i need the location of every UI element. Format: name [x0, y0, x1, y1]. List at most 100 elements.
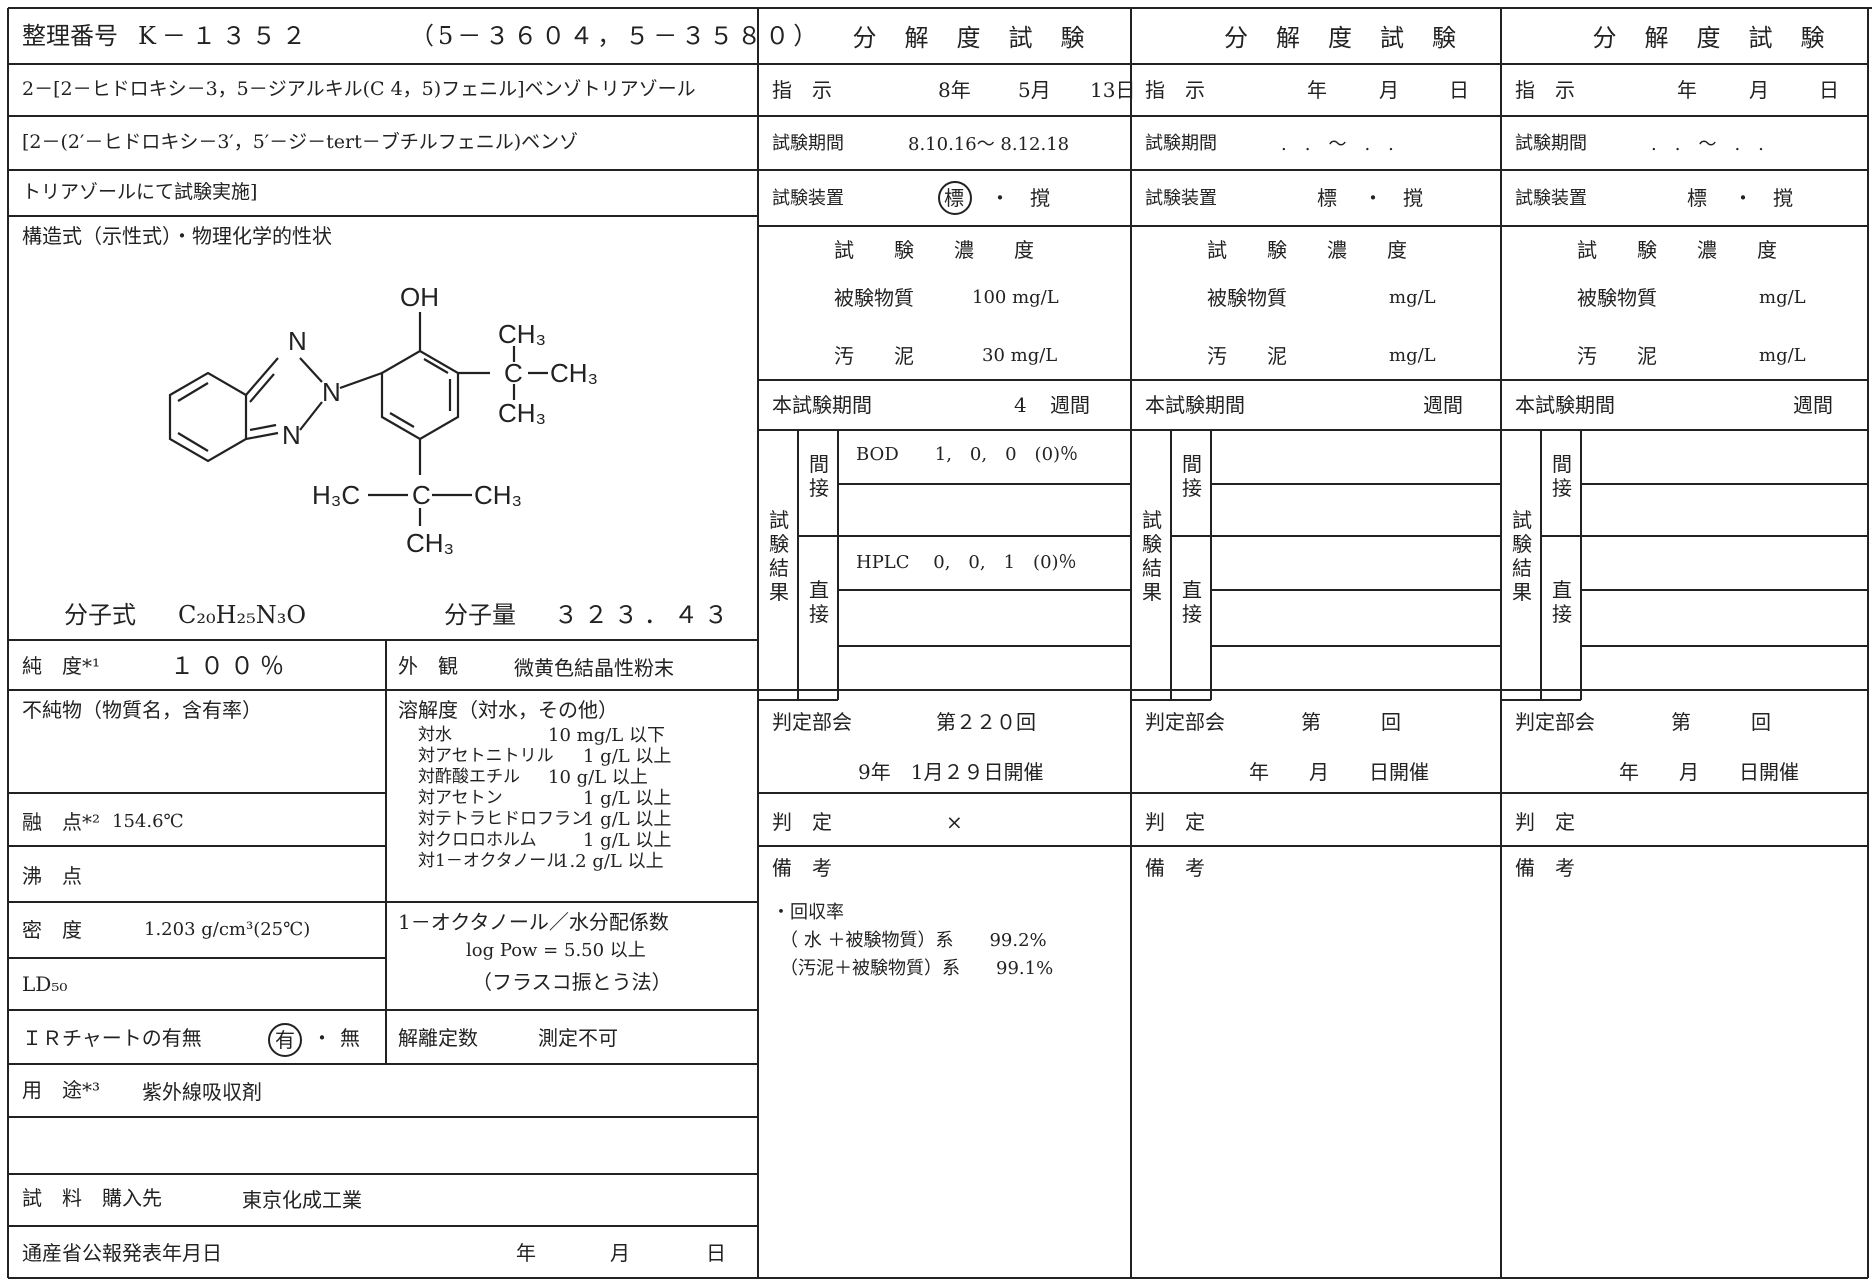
- apparatus-shake: 撹: [1773, 186, 1793, 210]
- instruction-year: 年: [1677, 78, 1697, 102]
- dissociation-label: 解離定数: [398, 1026, 478, 1050]
- sludge-value: 30 mg/L: [982, 345, 1058, 366]
- instruction-label: 指 示: [772, 78, 832, 102]
- solubility-value: 1 g/L 以上: [583, 830, 672, 851]
- indirect-vertical-label: 間接: [1182, 452, 1202, 500]
- ref-extra: （5－３６０４，５－３５８０）: [410, 22, 822, 50]
- apparatus-shake: 撹: [1403, 186, 1423, 210]
- instruction-day: 日: [1449, 78, 1469, 102]
- solubility-solvent: 対1－オクタノール: [418, 851, 564, 871]
- structure-label: 構造式（示性式）・物理化学的性状: [22, 224, 332, 248]
- column-title: 分 解 度 試 験: [852, 24, 1087, 52]
- apparatus-label: 試験装置: [1145, 188, 1217, 209]
- publish-day: 日: [706, 1241, 726, 1265]
- panel-number: 第 回: [1671, 710, 1771, 734]
- appearance-label: 外 観: [398, 654, 458, 678]
- test-substance-value: mg/L: [1759, 287, 1806, 308]
- hplc-row: HPLC 0, 0, 1 (0)％: [856, 552, 1077, 573]
- sample-label: 試 料 購入先: [22, 1186, 162, 1210]
- sludge-label: 汚 泥: [1207, 344, 1287, 368]
- instruction-day: 13日: [1090, 78, 1136, 102]
- partition-value: log Pow = 5.50 以上: [466, 940, 646, 961]
- solubility-value: 1 g/L 以上: [583, 809, 672, 830]
- remarks-label: 備 考: [772, 856, 832, 880]
- instruction-label: 指 示: [1515, 78, 1575, 102]
- remarks-line: （ 水 ＋被験物質）系 99.2%: [780, 930, 1047, 951]
- main-period-value: 4: [1014, 393, 1027, 417]
- struct-c-low: C: [412, 480, 431, 510]
- main-period-unit: 週間: [1050, 393, 1090, 417]
- formula-label: 分子式: [64, 601, 136, 629]
- density-value: 1.203 g/cm³(25℃): [144, 919, 311, 940]
- publish-year: 年: [516, 1241, 536, 1265]
- period-label: 試験期間: [1515, 133, 1587, 154]
- struct-h3c-left: H₃C: [312, 480, 360, 510]
- panel-date: 年 月 日開催: [1619, 760, 1799, 784]
- struct-n1: N: [288, 326, 307, 356]
- molecular-formula: C₂₀H₂₅N₃O: [178, 601, 307, 629]
- mp-value: 154.6℃: [112, 811, 184, 832]
- remarks-line: （汚泥＋被験物質）系 99.1%: [780, 958, 1054, 979]
- period-value: . . ～ . .: [1651, 134, 1764, 155]
- struct-oh: OH: [400, 282, 439, 312]
- solubility-solvent: 対アセトニトリル: [418, 746, 554, 766]
- purity-value: １００％: [170, 652, 290, 680]
- panel-date: 9年 1月２９日開催: [858, 760, 1044, 784]
- mw-label: 分子量: [444, 601, 516, 629]
- panel-label: 判定部会: [1515, 710, 1595, 734]
- verdict-value: ×: [946, 810, 963, 834]
- dissociation-value: 測定不可: [538, 1026, 618, 1050]
- instruction-month: 月: [1749, 78, 1769, 102]
- instruction-month: 月: [1379, 78, 1399, 102]
- verdict-label: 判 定: [772, 810, 832, 834]
- ref-number: K－１３５２: [138, 22, 312, 50]
- solubility-value: 10 g/L 以上: [548, 767, 648, 788]
- use-label: 用 途*³: [22, 1078, 101, 1102]
- verdict-label: 判 定: [1515, 810, 1575, 834]
- direct-vertical-label: 直接: [1552, 578, 1572, 626]
- indirect-vertical-label: 間接: [1552, 452, 1572, 500]
- column-title: 分 解 度 試 験: [1224, 24, 1458, 52]
- partition-label: 1－オクタノール／水分配係数: [398, 910, 669, 934]
- main-period-unit: 週間: [1793, 393, 1833, 417]
- test-substance-value: 100 mg/L: [972, 287, 1059, 308]
- period-label: 試験期間: [1145, 133, 1217, 154]
- apparatus-shake: 撹: [1030, 186, 1050, 210]
- period-value: . . ～ . .: [1281, 134, 1394, 155]
- publish-month: 月: [610, 1241, 630, 1265]
- struct-ch3-low-right: CH₃: [474, 480, 522, 510]
- solubility-solvent: 対クロロホルム: [418, 830, 537, 850]
- ir-yes-circled: 有: [268, 1023, 302, 1057]
- solubility-value: 10 mg/L 以下: [548, 725, 665, 746]
- panel-number: 第２２０回: [936, 710, 1036, 734]
- conc-header: 試 験 濃 度: [1207, 238, 1407, 262]
- period-label: 試験期間: [772, 133, 844, 154]
- chemical-name-line1: 2－[2－ヒドロキシ－3，5－ジアルキル(C 4，5)フェニル]ベンゾトリアゾー…: [22, 78, 696, 100]
- apparatus-dot: ・: [1363, 186, 1383, 210]
- struct-n3: N: [282, 420, 301, 450]
- instruction-day: 日: [1819, 78, 1839, 102]
- result-vertical-label: 試験結果: [1142, 508, 1162, 604]
- molecular-weight: ３２３．４３: [554, 601, 734, 629]
- struct-n2: N: [322, 377, 341, 407]
- apparatus-std-circle: [938, 181, 972, 215]
- conc-header: 試 験 濃 度: [834, 238, 1034, 262]
- bp-label: 沸 点: [22, 864, 82, 888]
- apparatus-dot: ・: [1733, 186, 1753, 210]
- impurity-label: 不純物（物質名，含有率）: [22, 698, 262, 722]
- apparatus-label: 試験装置: [1515, 188, 1587, 209]
- publish-label: 通産省公報発表年月日: [22, 1241, 222, 1265]
- ir-no: 無: [340, 1026, 360, 1050]
- struct-ch3-top: CH₃: [498, 319, 546, 349]
- test-substance-label: 被験物質: [834, 286, 914, 310]
- period-value: 8.10.16～ 8.12.18: [908, 134, 1070, 155]
- direct-vertical-label: 直接: [809, 578, 829, 626]
- panel-label: 判定部会: [772, 710, 852, 734]
- remarks-line: ・回収率: [772, 902, 844, 923]
- sludge-label: 汚 泥: [834, 344, 914, 368]
- test-substance-label: 被験物質: [1207, 286, 1287, 310]
- result-vertical-label: 試験結果: [1512, 508, 1532, 604]
- mp-label: 融 点*²: [22, 810, 101, 834]
- ref-label: 整理番号: [22, 22, 118, 50]
- ld50-label: LD₅₀: [22, 972, 68, 996]
